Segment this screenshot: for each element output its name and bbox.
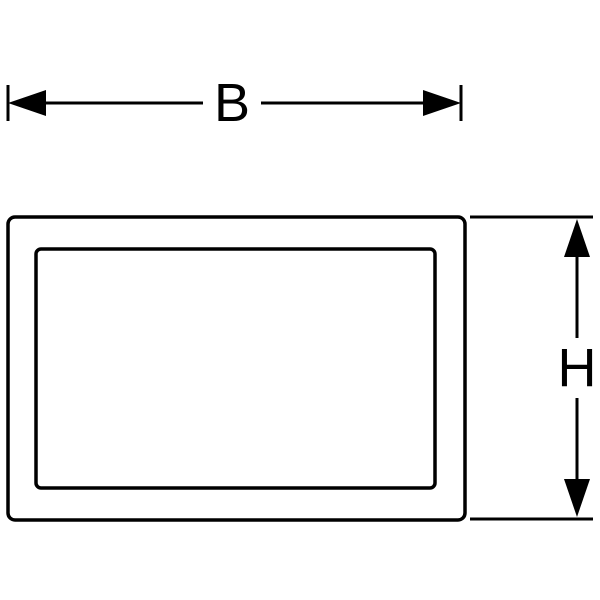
width-dimension-label: B <box>214 73 250 133</box>
height-dim-top-arrow-icon <box>564 219 590 257</box>
height-dimension-label: H <box>558 338 597 398</box>
frame <box>6 215 467 522</box>
width-dim-right-arrow-icon <box>423 90 461 116</box>
width-dimension <box>6 85 463 121</box>
frame-inner-rect <box>34 247 437 490</box>
width-dim-left-arrow-icon <box>8 90 46 116</box>
height-dim-bottom-arrow-icon <box>564 479 590 517</box>
height-dimension <box>470 215 593 521</box>
